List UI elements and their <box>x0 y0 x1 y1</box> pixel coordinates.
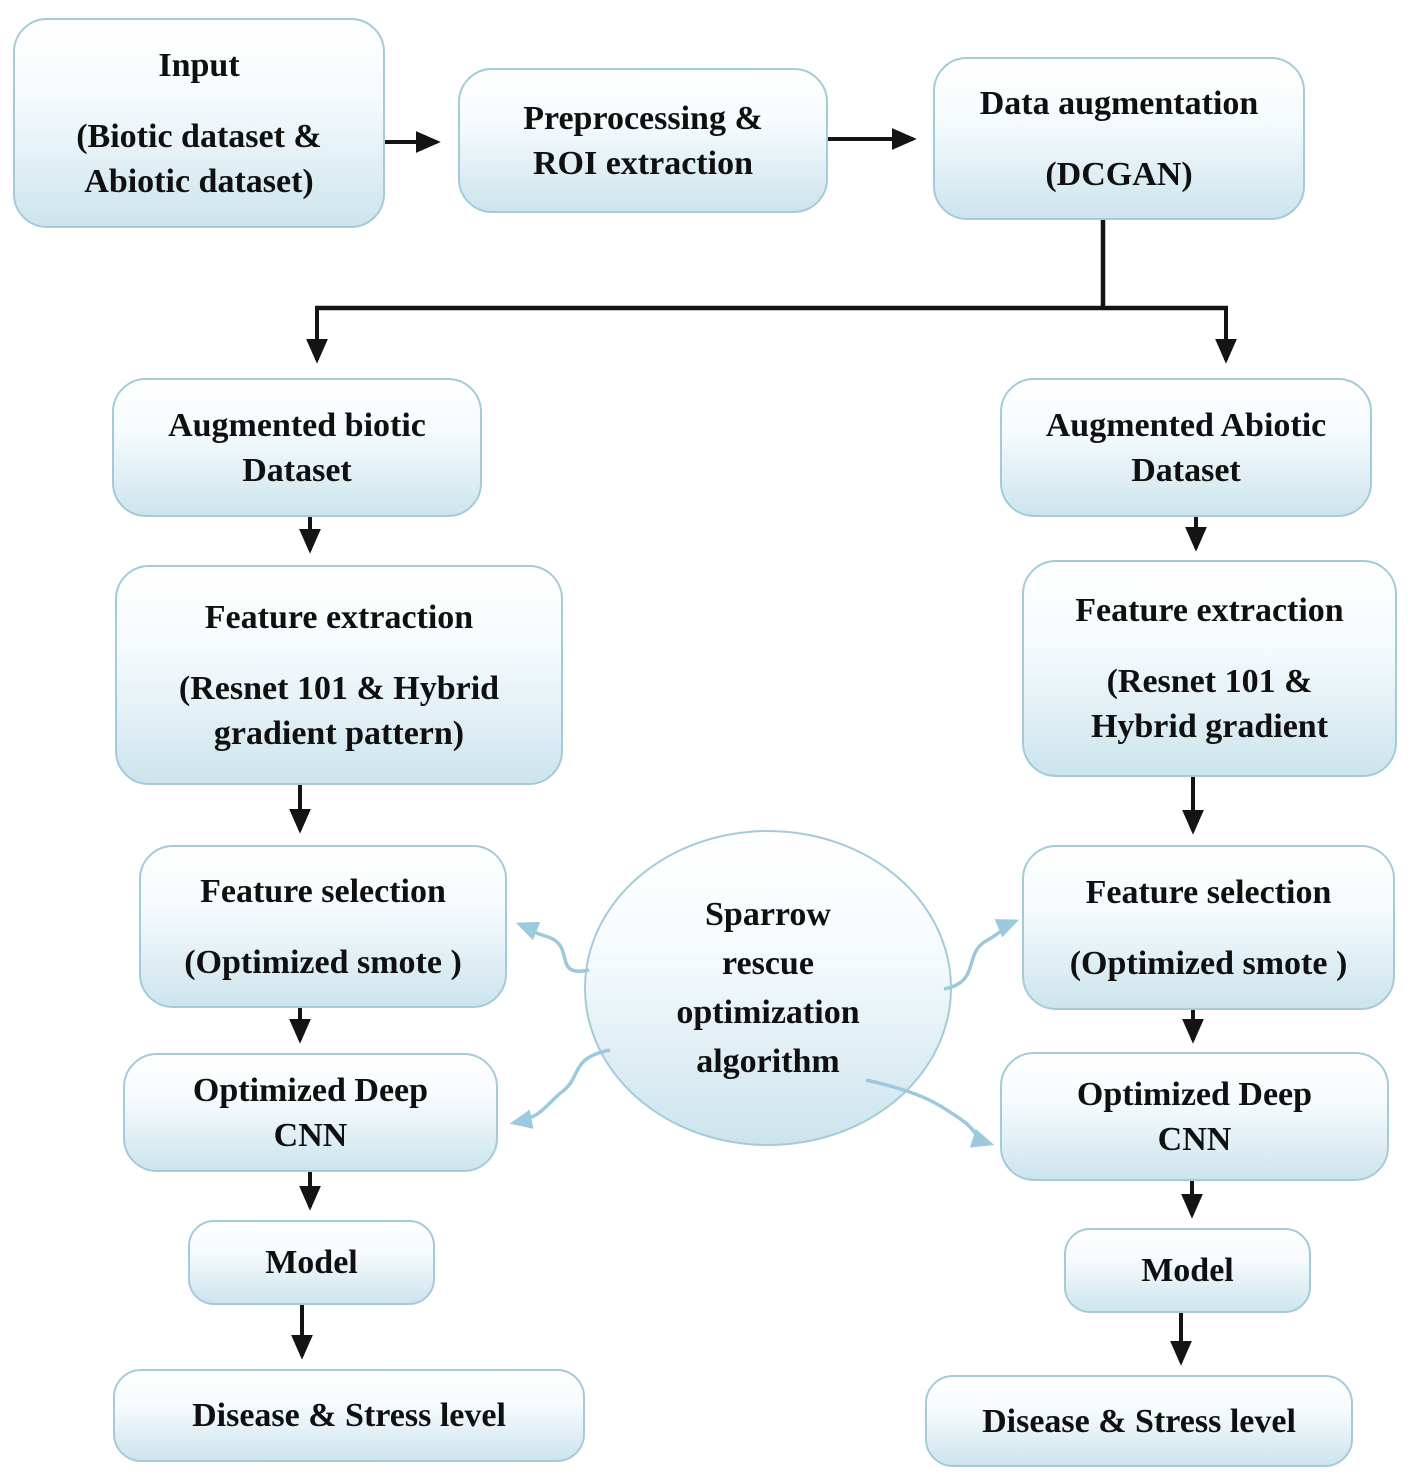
node-text-line: (Biotic dataset & <box>76 117 322 155</box>
node-text-line: CNN <box>273 1116 348 1154</box>
node-text-line: optimization <box>676 994 860 1031</box>
augmented-biotic-dataset-node: Augmented biotic Dataset <box>112 378 482 517</box>
node-text-line: Dataset <box>1131 451 1241 489</box>
model-left-node: Model <box>188 1220 435 1305</box>
node-text-line: Sparrow <box>705 896 831 933</box>
feature-selection-left-node: Feature selection (Optimized smote ) <box>139 845 507 1008</box>
node-text-line: Abiotic dataset) <box>84 162 314 200</box>
sparrow-to-feature-selection-right-arrow <box>943 919 1020 991</box>
sparrow-to-cnn-left-arrow <box>509 1048 611 1129</box>
node-text-line: Hybrid gradient <box>1090 708 1329 745</box>
node-text-line: Feature extraction <box>204 598 474 636</box>
node-text-line: Feature extraction <box>1075 592 1344 629</box>
node-text-line: Disease & Stress level <box>192 1397 506 1434</box>
node-text-line: rescue <box>722 945 814 982</box>
node-text-line: (Resnet 101 & Hybrid <box>178 669 500 707</box>
node-text-line: gradient pattern) <box>213 714 465 752</box>
optimized-deep-cnn-right-node: Optimized Deep CNN <box>1000 1052 1389 1181</box>
node-text-line: algorithm <box>696 1043 840 1080</box>
optimized-deep-cnn-left-node: Optimized Deep CNN <box>123 1053 498 1172</box>
data-augmentation-node: Data augmentation (DCGAN) <box>933 57 1305 220</box>
node-text-line: Augmented biotic <box>168 406 426 444</box>
node-text-line: Augmented Abiotic <box>1045 406 1327 444</box>
node-text-line: Model <box>265 1244 358 1281</box>
feature-extraction-right-node: Feature extraction (Resnet 101 & Hybrid … <box>1022 560 1397 777</box>
augmented-abiotic-dataset-node: Augmented Abiotic Dataset <box>1000 378 1372 517</box>
node-text-line: Preprocessing & <box>523 99 763 137</box>
node-text-line: Feature selection <box>1085 873 1332 911</box>
node-text-line: CNN <box>1157 1120 1232 1158</box>
node-text-line: (DCGAN) <box>1045 155 1193 193</box>
model-right-node: Model <box>1064 1228 1311 1313</box>
node-text-line: Disease & Stress level <box>982 1402 1296 1440</box>
feature-extraction-left-node: Feature extraction (Resnet 101 & Hybrid … <box>115 565 563 785</box>
disease-stress-level-left-node: Disease & Stress level <box>113 1369 585 1462</box>
node-text-line: Data augmentation <box>979 84 1259 122</box>
node-text-line: Optimized Deep <box>1076 1075 1313 1113</box>
node-text-line: Dataset <box>242 451 352 489</box>
sparrow-rescue-optimization-node: Sparrow rescue optimization algorithm <box>584 830 952 1146</box>
node-text-line: Feature selection <box>200 872 446 910</box>
node-text-line: (Optimized smote ) <box>1069 944 1348 982</box>
node-text-line: (Resnet 101 & <box>1106 663 1313 700</box>
feature-selection-right-node: Feature selection (Optimized smote ) <box>1022 845 1395 1010</box>
disease-stress-level-right-node: Disease & Stress level <box>925 1375 1353 1467</box>
preprocessing-node: Preprocessing & ROI extraction <box>458 68 828 213</box>
node-text-line: ROI extraction <box>532 144 753 182</box>
node-text-line: Optimized Deep <box>192 1071 429 1109</box>
node-text-line: Model <box>1141 1252 1234 1289</box>
input-node: Input (Biotic dataset & Abiotic dataset) <box>13 18 385 228</box>
node-text-line: (Optimized smote ) <box>184 943 462 981</box>
node-text-line: Input <box>158 46 240 84</box>
sparrow-to-feature-selection-left-arrow <box>515 921 590 973</box>
